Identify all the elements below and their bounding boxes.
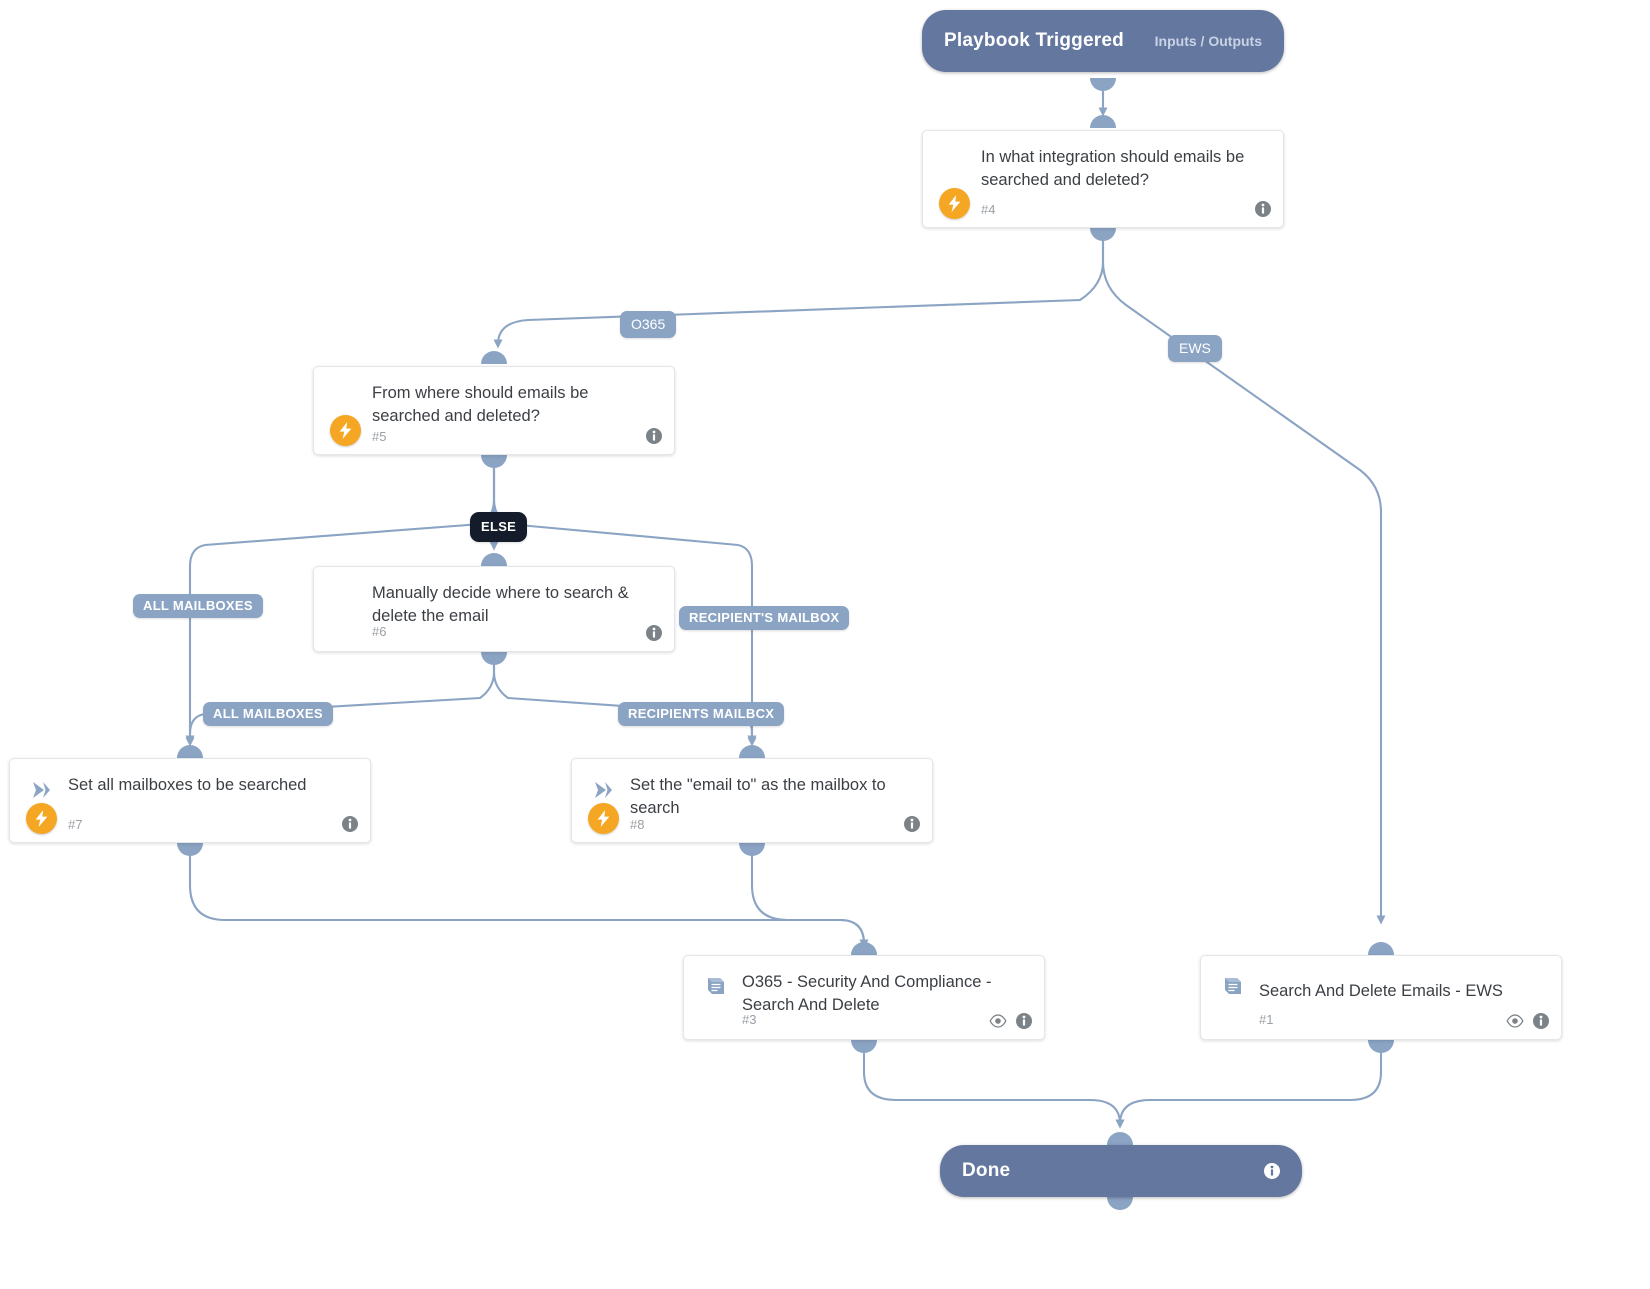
edge-label-o365[interactable]: O365 xyxy=(620,311,677,338)
node-actions[interactable] xyxy=(904,816,920,832)
info-icon[interactable] xyxy=(646,428,662,444)
info-icon[interactable] xyxy=(1533,1013,1549,1029)
chevron-right-icon xyxy=(28,777,54,803)
node-number: #6 xyxy=(372,624,387,639)
bolt-icon xyxy=(939,188,970,219)
node-3-subplaybook[interactable]: O365 - Security And Compliance - Search … xyxy=(683,955,1045,1040)
node-7-task[interactable]: Set all mailboxes to be searched #7 xyxy=(9,758,371,843)
node-number: #7 xyxy=(68,817,83,832)
node-actions[interactable] xyxy=(1506,1013,1549,1029)
node-8-task[interactable]: Set the "email to" as the mailbox to sea… xyxy=(571,758,933,843)
edge-label-ews[interactable]: EWS xyxy=(1168,335,1222,362)
node-title: Set all mailboxes to be searched xyxy=(68,776,307,794)
node-4-condition[interactable]: In what integration should emails be sea… xyxy=(922,130,1284,228)
node-1-subplaybook[interactable]: Search And Delete Emails - EWS #1 xyxy=(1200,955,1562,1040)
info-icon[interactable] xyxy=(904,816,920,832)
edge-label-else[interactable]: ELSE xyxy=(470,512,528,542)
info-icon[interactable] xyxy=(646,625,662,641)
node-6-condition[interactable]: Manually decide where to search & delete… xyxy=(313,566,675,652)
diamond-icon xyxy=(941,149,967,175)
node-title: Set the "email to" as the mailbox to sea… xyxy=(630,776,886,817)
inputs-outputs-link[interactable]: Inputs / Outputs xyxy=(1154,33,1262,49)
node-playbook-triggered[interactable]: Playbook Triggered Inputs / Outputs xyxy=(922,10,1284,72)
node-title: Manually decide where to search & delete… xyxy=(372,584,629,625)
bolt-icon xyxy=(26,803,57,834)
node-title: O365 - Security And Compliance - Search … xyxy=(742,973,992,1014)
done-info-icon[interactable] xyxy=(1264,1163,1280,1179)
node-title: From where should emails be searched and… xyxy=(372,384,589,425)
info-icon[interactable] xyxy=(1016,1013,1032,1029)
eye-icon[interactable] xyxy=(1506,1014,1524,1028)
book-icon xyxy=(1221,974,1247,1000)
bolt-icon xyxy=(588,803,619,834)
node-actions[interactable] xyxy=(646,625,662,641)
node-number: #4 xyxy=(981,202,996,217)
node-title: Done xyxy=(962,1160,1011,1181)
node-actions[interactable] xyxy=(646,428,662,444)
diamond-icon xyxy=(332,385,358,411)
node-number: #3 xyxy=(742,1012,757,1027)
node-title: Search And Delete Emails - EWS xyxy=(1259,982,1503,1000)
bolt-icon xyxy=(330,415,361,446)
chevron-right-icon xyxy=(590,777,616,803)
info-icon[interactable] xyxy=(342,816,358,832)
info-icon[interactable] xyxy=(1255,201,1271,217)
node-number: #5 xyxy=(372,429,387,444)
node-actions[interactable] xyxy=(989,1013,1032,1029)
edge-label-recipients-mailbox-lower[interactable]: RECIPIENTS MAILBCX xyxy=(618,702,785,726)
node-number: #1 xyxy=(1259,1012,1274,1027)
node-actions[interactable] xyxy=(342,816,358,832)
edge-label-recipients-mailbox-upper[interactable]: RECIPIENT'S MAILBOX xyxy=(679,606,850,630)
node-actions[interactable] xyxy=(1255,201,1271,217)
node-done[interactable]: Done xyxy=(940,1145,1302,1197)
edge-label-all-mailboxes-upper[interactable]: ALL MAILBOXES xyxy=(133,594,263,618)
node-title: Playbook Triggered xyxy=(944,30,1124,51)
node-5-condition[interactable]: From where should emails be searched and… xyxy=(313,366,675,455)
node-title: In what integration should emails be sea… xyxy=(981,148,1245,189)
node-number: #8 xyxy=(630,817,645,832)
eye-icon[interactable] xyxy=(989,1014,1007,1028)
diamond-icon xyxy=(332,585,358,611)
book-icon xyxy=(704,974,730,1000)
edge-label-all-mailboxes-lower[interactable]: ALL MAILBOXES xyxy=(203,702,333,726)
